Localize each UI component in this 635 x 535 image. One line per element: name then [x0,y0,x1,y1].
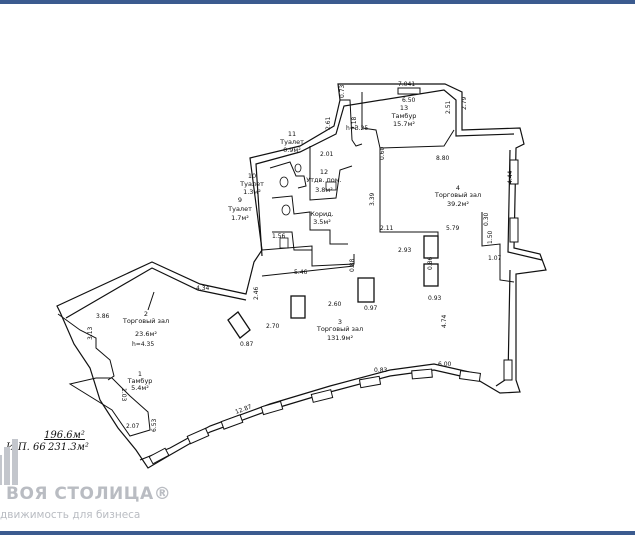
dim-label: 7.041 [398,81,415,88]
dim-label: 2.60 [328,301,342,308]
svg-text:Туалет: Туалет [279,138,304,146]
room-13-label: 13 Тамбур 15.7м² [391,104,417,128]
svg-text:Туалет: Туалет [227,205,252,213]
dim-label: 2.51 [445,100,452,114]
total-area-2-prefix: И.П. 66 [6,442,46,453]
room-2-label: 2 Торговый зал 23.6м² [122,310,169,338]
room-labels: 1 Тамбур 5.4м² 2 Торговый зал 23.6м² 3 Т… [122,104,481,392]
dim-label: 2.70 [266,323,280,330]
dim-label: 6.50 [402,97,416,104]
dim-label: 6.53 [151,418,158,432]
facade-windows [148,87,519,465]
total-area-2: 231.3м² [48,442,89,453]
svg-text:1.7м²: 1.7м² [231,214,249,222]
svg-text:3.5м²: 3.5м² [313,218,331,226]
room-9-label: 9 Туалет 1.7м² [227,196,252,222]
svg-text:2: 2 [144,310,148,318]
dim-label: 0.83 [374,367,388,374]
svg-text:Тамбур: Тамбур [391,112,417,120]
dim-label: 1.56 [272,233,286,240]
dim-label: 2.01 [320,151,334,158]
sanitary-fixtures [279,163,337,249]
dim-label: 5.46 [294,269,308,276]
top-border [0,0,635,4]
svg-text:Торговый зал: Торговый зал [316,325,363,333]
svg-text:5.4м²: 5.4м² [131,384,149,392]
svg-text:Тамбур: Тамбур [127,377,153,385]
watermark-tagline: движимость для бизнеса [0,509,141,521]
dim-label: 0.86 [427,256,434,270]
dim-label: 4.44 [507,170,514,184]
columns [227,235,439,339]
dim-label: 3.86 [96,313,110,320]
dim-label: 4.74 [441,314,448,328]
dim-label: 6.00 [438,361,452,368]
svg-text:4: 4 [456,184,460,192]
svg-text:1.3м²: 1.3м² [243,188,261,196]
watermark-brand: ВОЯ СТОЛИЦА® [6,484,172,504]
svg-text:Торговый зал: Торговый зал [434,191,481,199]
dim-label: 3.39 [369,192,376,206]
dim-label: 0.88 [349,258,356,272]
dim-label: 5.79 [446,225,460,232]
room-3-label: 3 Торговый зал 131.9м² [316,318,363,342]
dim-label: 1.07 [488,255,502,262]
svg-text:3.8м²: 3.8м² [315,186,333,194]
dim-label: 2.79 [461,96,468,110]
dim-label: 0.73 [339,84,346,98]
dim-label: 0.60 [379,146,386,160]
svg-text:39.2м²: 39.2м² [447,200,469,208]
room-10-label: 10 Туалет 1.3м² [239,172,264,196]
svg-text:23.6м²: 23.6м² [135,330,157,338]
svg-text:Торговый зал: Торговый зал [122,317,169,325]
room-12-label: 12 Утдв. пом. 3.8м² [306,168,341,194]
dim-label: 0.93 [428,295,442,302]
inner-walls [57,92,515,437]
logo-mark [0,439,18,485]
dim-label: h=4.35 [132,341,154,348]
bottom-border [0,531,635,535]
dim-label: 2.18 [351,116,358,130]
dim-label: 0.97 [364,305,378,312]
dim-label: 4.34 [196,285,210,292]
dim-label: 2.61 [325,116,332,130]
dimension-labels: 7.041 6.50 2.79 2.51 0.73 2.61 h=3.25 2.… [87,81,514,432]
dim-label: h=3.25 [346,125,368,132]
dim-label: 2.46 [253,286,260,300]
svg-text:12: 12 [320,168,328,176]
dim-label: 2.07 [126,423,140,430]
room-4-label: 4 Торговый зал 39.2м² [434,184,481,208]
svg-text:10: 10 [248,172,256,180]
svg-text:13: 13 [400,104,408,112]
svg-text:9: 9 [238,196,242,204]
dim-label: 1.03 [120,388,127,402]
svg-text:131.9м²: 131.9м² [327,334,354,342]
svg-text:Корид.: Корид. [310,210,334,218]
dim-label: 3.13 [87,326,94,340]
svg-text:Утдв. пом.: Утдв. пом. [306,176,341,184]
room-11-label: 11 Туалет 0.9м² [279,130,304,154]
dim-label: 2.93 [398,247,412,254]
svg-text:Туалет: Туалет [239,180,264,188]
svg-text:11: 11 [288,130,296,138]
corridor-label: Корид. 3.5м² [310,210,334,226]
svg-text:1: 1 [138,370,142,378]
dim-label: 1.50 [487,230,494,244]
dim-label: 0.30 [483,212,490,226]
total-area-1: 196.6м² [44,430,85,441]
svg-text:3: 3 [338,318,342,326]
svg-text:0.9м²: 0.9м² [283,146,301,154]
dim-label: 2.11 [380,225,394,232]
dim-label: 0.87 [240,341,254,348]
svg-text:15.7м²: 15.7м² [393,120,415,128]
room-1-label: 1 Тамбур 5.4м² [127,370,153,392]
dim-label: 8.80 [436,155,450,162]
